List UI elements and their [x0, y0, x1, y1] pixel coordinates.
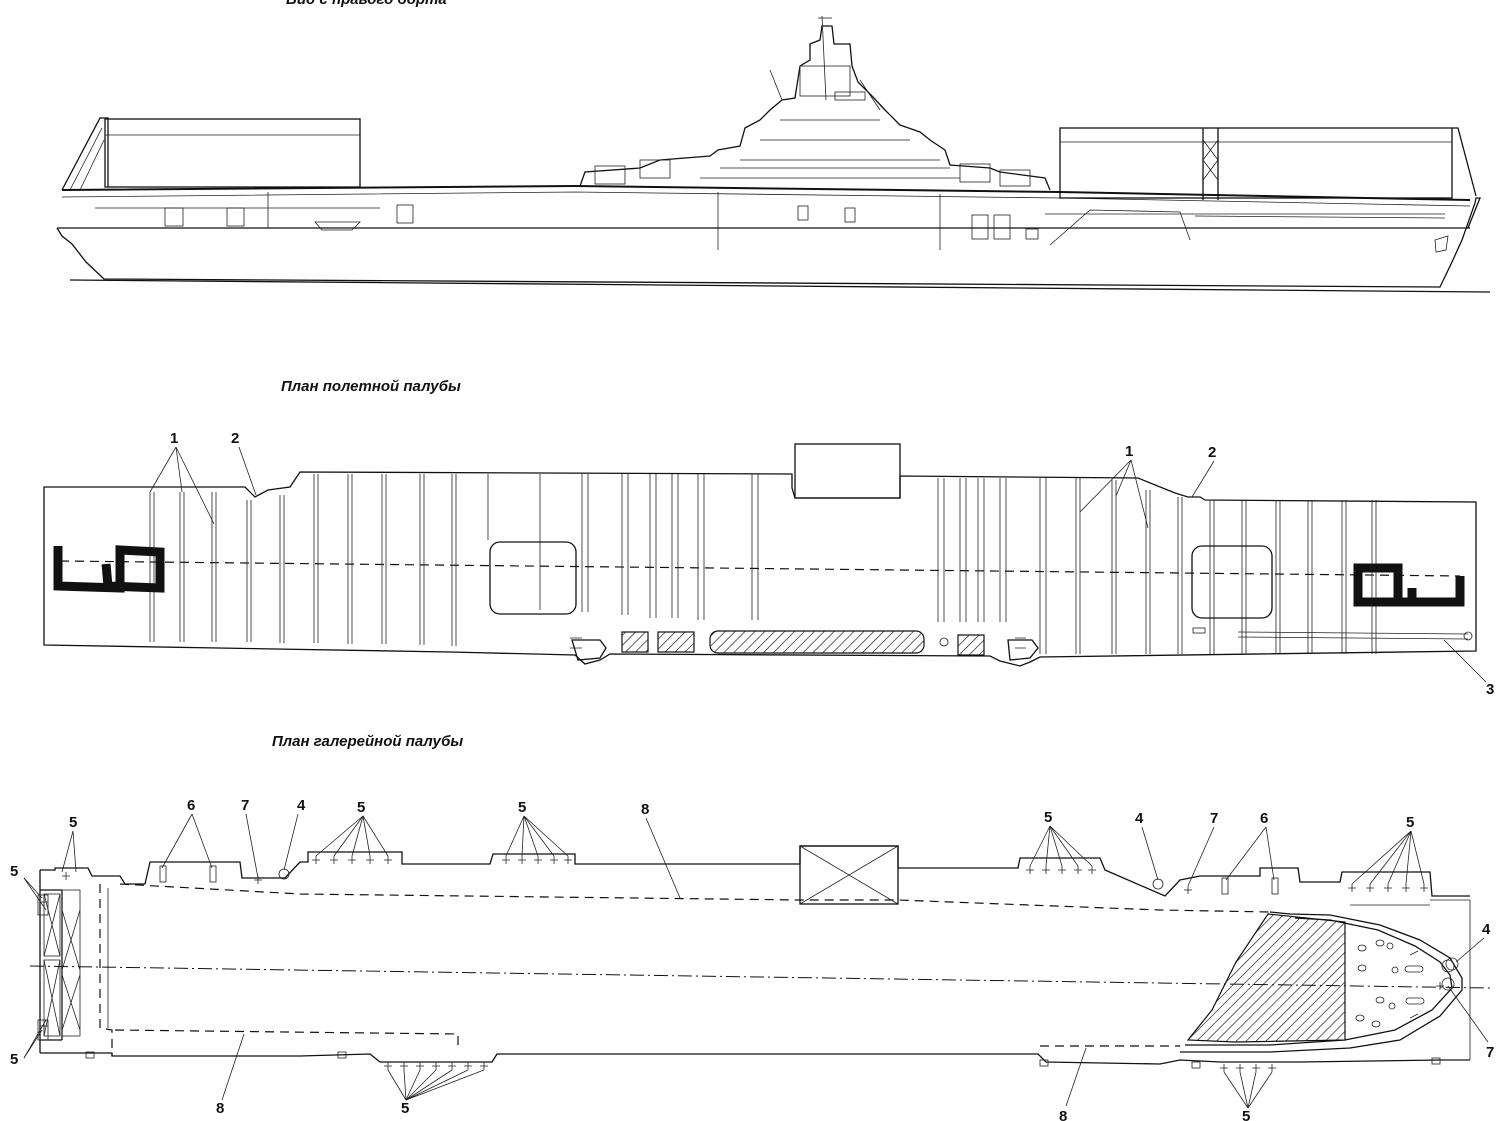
- forward-canopy: [104, 118, 361, 188]
- gun-tub-left: [571, 639, 607, 661]
- flight-deck-edge: [61, 184, 1471, 201]
- gallery-deck-outline-bottom: [40, 1052, 1470, 1065]
- callout-5-i: 5: [1242, 1108, 1250, 1121]
- hangar-deck-edge: [99, 883, 1271, 1056]
- catapult-track: [1237, 631, 1469, 635]
- callout-7-left: 7: [241, 797, 249, 814]
- bow-fittings: [1355, 939, 1455, 1028]
- hatched-area: [621, 631, 649, 653]
- deck-edge-elevator: [794, 443, 901, 499]
- bow-hatched-deck: [1186, 913, 1346, 1043]
- bow-forecastle: [1180, 911, 1463, 1053]
- callout-3: 3: [1486, 681, 1494, 698]
- side-view-caption: Вид с правого борта: [286, 0, 447, 8]
- callout-1-left: 1: [170, 430, 178, 447]
- callout-1-right: 1: [1125, 443, 1133, 460]
- callout-2-right: 2: [1208, 444, 1216, 461]
- callout-5-b: 5: [10, 863, 18, 880]
- callout-5-a: 5: [69, 814, 77, 831]
- callout-5-e: 5: [1044, 809, 1052, 826]
- hull-outline: [56, 197, 1481, 288]
- callout-4-left: 4: [297, 797, 306, 814]
- aft-elevator: [1191, 545, 1273, 619]
- waterline: [69, 279, 1491, 293]
- gallery-deck-caption: План галерейной палубы: [272, 733, 464, 750]
- arresting-wires: [149, 474, 1377, 654]
- aft-canopy: [1059, 127, 1453, 199]
- callout-8-right-bottom: 8: [1059, 1108, 1067, 1121]
- elevator-well: [799, 845, 899, 905]
- callout-5-c: 5: [357, 799, 365, 816]
- callout-6-right: 6: [1260, 810, 1268, 827]
- flight-deck-outline: [43, 471, 1477, 667]
- gallery-deck-plan: 5 5 6 7 4 5 5 8 5: [10, 797, 1494, 1121]
- callout-5-d: 5: [518, 799, 526, 816]
- flight-deck-callouts: 1 2 1 2 3: [149, 430, 1494, 698]
- flight-deck-plan: 9 9 1 2 1 2 3: [43, 430, 1494, 698]
- hatched-catapult-area: [709, 630, 925, 654]
- gallery-deck-centerline: [29, 965, 1491, 989]
- gun-tub-right: [1007, 639, 1039, 661]
- callout-5-g: 5: [10, 1051, 18, 1068]
- flight-deck-centerline: [59, 560, 1461, 577]
- callout-8-left-bottom: 8: [216, 1100, 224, 1117]
- callout-2-left: 2: [231, 430, 239, 447]
- callout-4-bow: 4: [1482, 921, 1491, 938]
- callout-5-h: 5: [401, 1100, 409, 1117]
- ships-boat: [314, 221, 361, 231]
- side-view: [56, 15, 1491, 293]
- forward-elevator: [489, 541, 577, 615]
- callout-6-left: 6: [187, 797, 195, 814]
- flight-deck-caption: План полетной палубы: [281, 378, 461, 395]
- callout-7-right: 7: [1210, 810, 1218, 827]
- gallery-deck-outline-top: [40, 845, 1470, 897]
- gallery-deck-callouts: 5 5 6 7 4 5 5 8 5: [10, 797, 1494, 1121]
- callout-8-top: 8: [641, 801, 649, 818]
- callout-5-f: 5: [1406, 814, 1414, 831]
- callout-4-right: 4: [1135, 810, 1144, 827]
- deck-number-right: [1353, 563, 1465, 607]
- island: [579, 25, 1051, 191]
- deck-number-left: [53, 545, 165, 593]
- callout-7-bow: 7: [1486, 1044, 1494, 1061]
